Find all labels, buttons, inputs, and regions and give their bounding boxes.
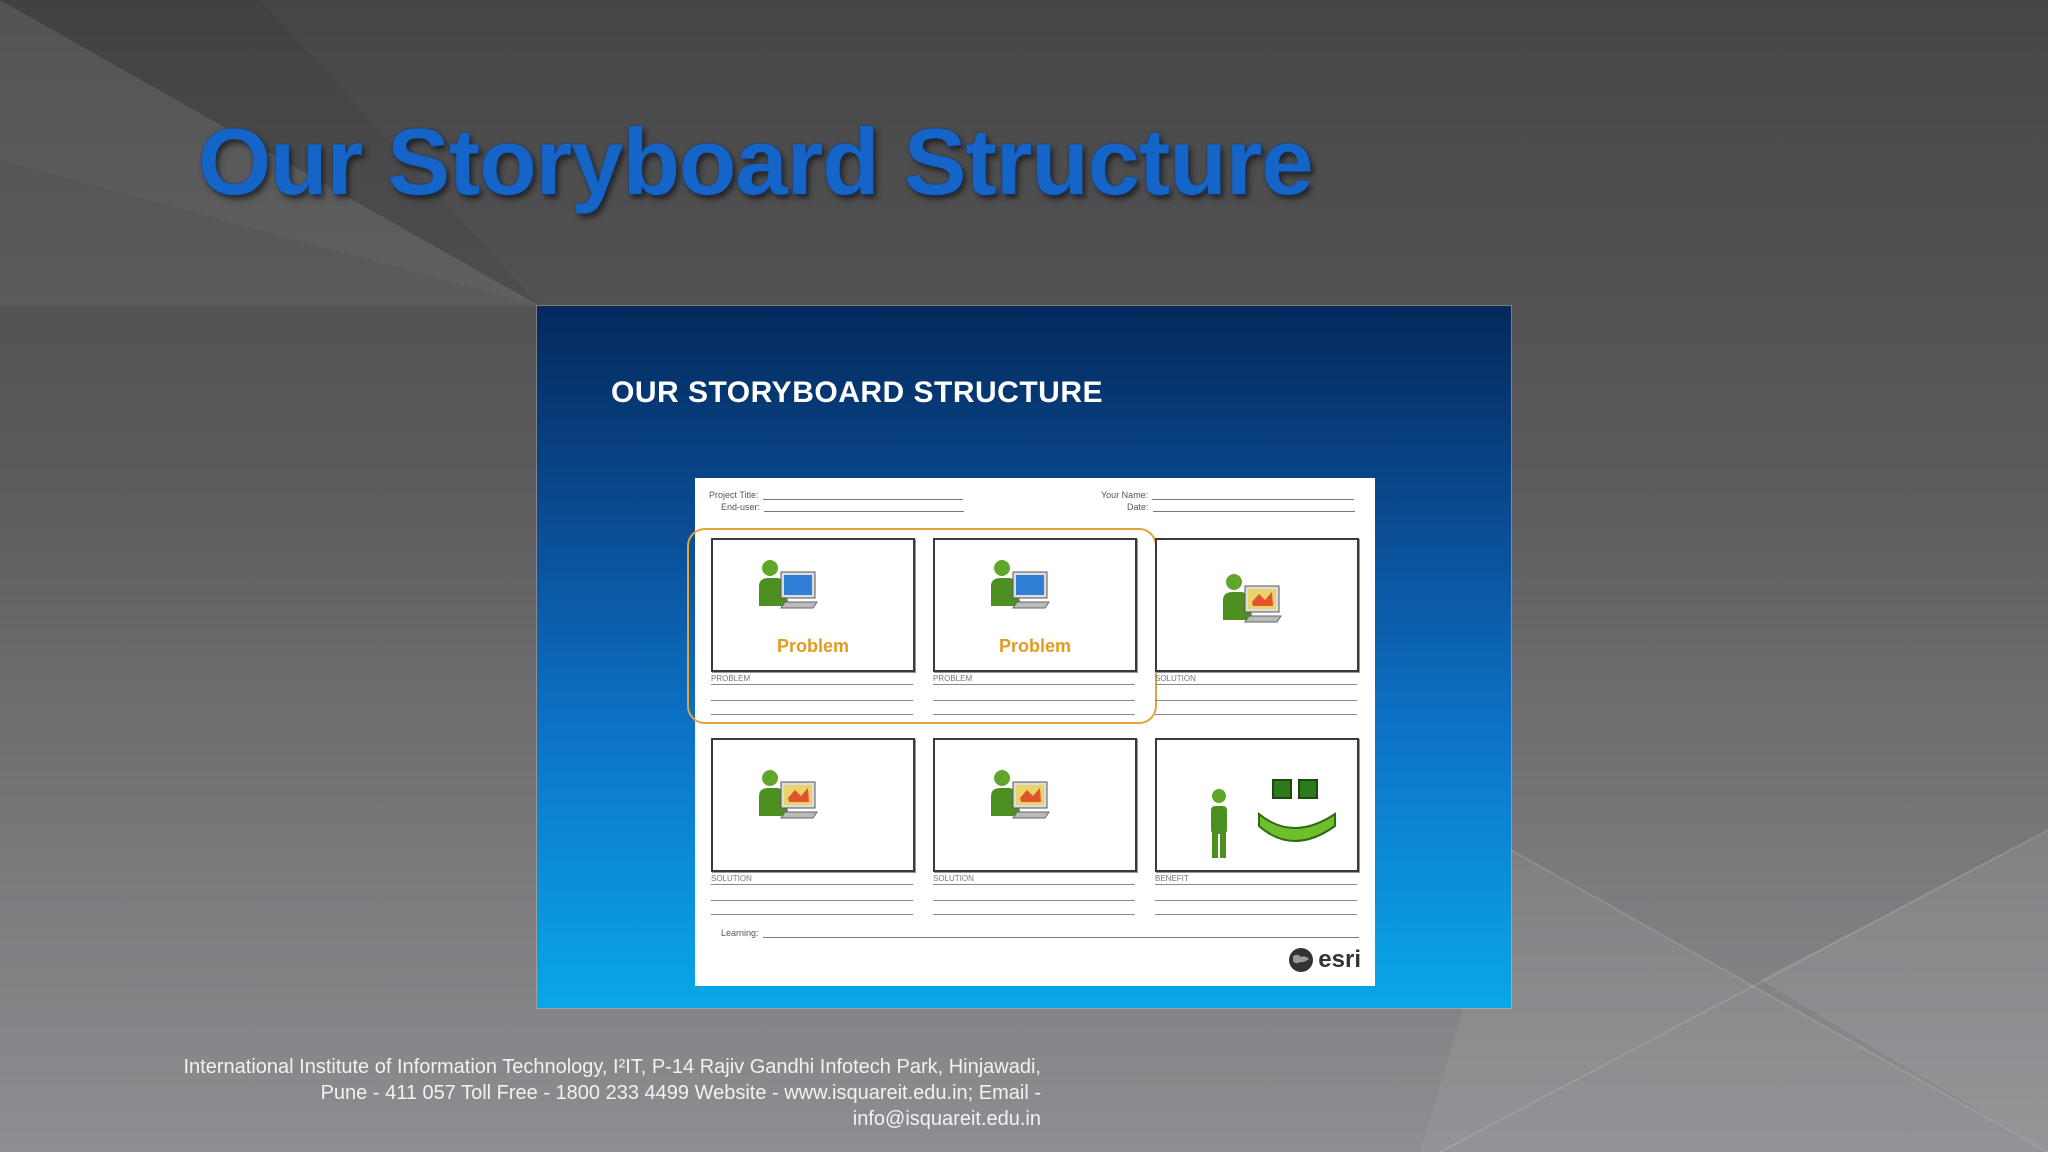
panel-caption: SOLUTION: [711, 874, 752, 883]
panel-caption: PROBLEM: [711, 674, 751, 683]
storyboard-image: OUR STORYBOARD STRUCTURE Project Title: …: [537, 306, 1511, 1008]
panel-solution-3: [933, 738, 1137, 872]
footer-line-1: International Institute of Information T…: [183, 1056, 1042, 1078]
end-user-label: End-user:: [721, 502, 761, 512]
panel-caption: PROBLEM: [933, 674, 973, 683]
panel-problem-1: Problem: [711, 538, 915, 672]
project-title-field: Project Title:: [709, 490, 963, 500]
learning-label: Learning:: [721, 928, 759, 938]
learning-field: Learning:: [721, 928, 1359, 938]
slide-title: Our Storyboard Structure: [198, 109, 1314, 214]
your-name-label: Your Name:: [1101, 490, 1149, 500]
panel-label: Problem: [776, 636, 850, 656]
globe-icon: [1289, 948, 1314, 972]
your-name-field: Your Name:: [1101, 490, 1355, 500]
panel-solution-2: [711, 738, 915, 872]
panel-label: Problem: [998, 636, 1072, 656]
esri-wordmark: esri: [1318, 946, 1361, 973]
footer-contact: International Institute of Information T…: [120, 1054, 1042, 1132]
user-at-map-computer-icon: [1223, 574, 1282, 623]
esri-logo: esri: [1288, 946, 1361, 974]
user-at-map-computer-icon: [759, 770, 818, 819]
panel-caption: SOLUTION: [1155, 674, 1196, 683]
user-at-map-computer-icon: [991, 770, 1050, 819]
date-field: Date:: [1127, 502, 1355, 512]
panel-solution-1: [1155, 538, 1359, 672]
storyboard-heading: OUR STORYBOARD STRUCTURE: [611, 376, 1104, 409]
smiley-person-icon: [1211, 779, 1336, 858]
user-at-computer-icon: [759, 560, 818, 609]
storyboard-sheet: Project Title: End-user: Your Name: Date…: [687, 478, 1375, 986]
footer-line-2: Pune - 411 057 Toll Free - 1800 233 4499…: [320, 1082, 1041, 1104]
project-title-label: Project Title:: [709, 490, 759, 500]
date-label: Date:: [1127, 502, 1149, 512]
end-user-field: End-user:: [721, 502, 965, 512]
footer-line-3: info@isquareit.edu.in: [852, 1108, 1041, 1130]
panel-problem-2: Problem: [933, 538, 1137, 672]
panel-benefit: [1155, 738, 1359, 872]
user-at-computer-icon: [991, 560, 1050, 609]
panel-caption: SOLUTION: [933, 874, 974, 883]
panel-caption: BENEFIT: [1155, 874, 1189, 883]
